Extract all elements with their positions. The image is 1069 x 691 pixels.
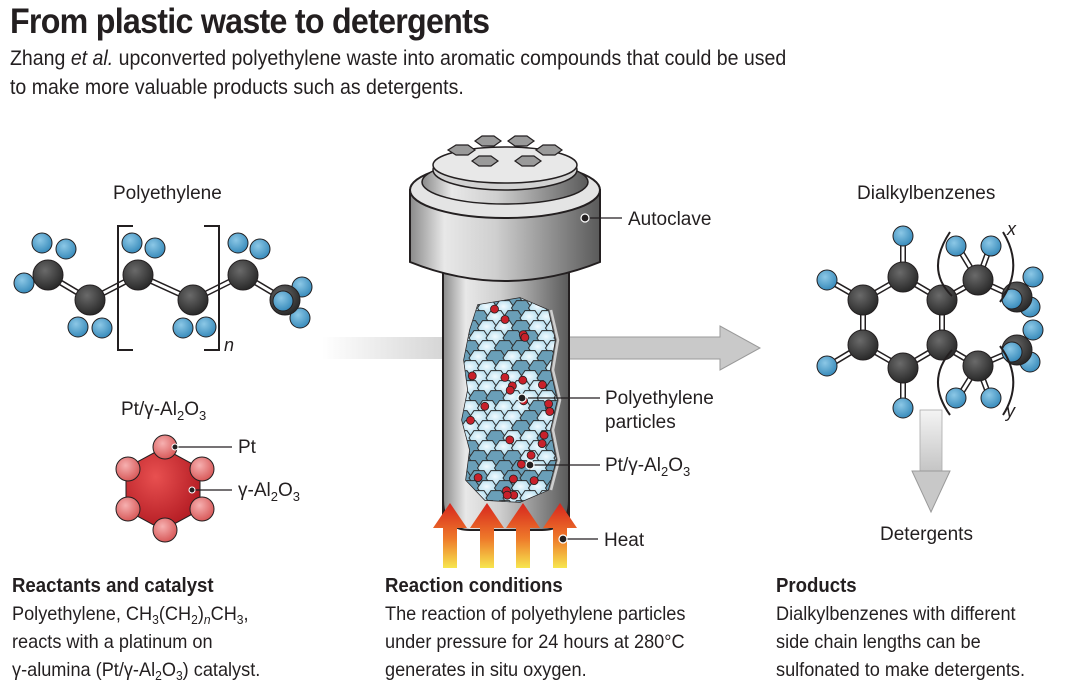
figure-title: From plastic waste to detergents bbox=[10, 2, 490, 41]
catalyst-particle-dot bbox=[480, 401, 490, 411]
heat-label: Heat bbox=[604, 530, 645, 551]
catalyst-particle-dot bbox=[517, 459, 526, 469]
input-arrow bbox=[322, 337, 442, 359]
heat-arrows bbox=[433, 503, 577, 568]
catalyst-particle-dot bbox=[500, 372, 510, 382]
catalyst-particle-dot bbox=[518, 375, 528, 385]
polyethylene-molecule bbox=[13, 225, 313, 351]
subtitle-line2: to make more valuable products such as d… bbox=[10, 76, 464, 99]
catalyst-particle-dot bbox=[473, 473, 483, 483]
catalyst-label: Pt/γ-Al2O3 bbox=[121, 399, 206, 423]
catalyst-particle-dot bbox=[500, 315, 510, 324]
section-heading: Products bbox=[776, 575, 857, 597]
subtitle-etal: et al. bbox=[70, 47, 114, 70]
section-line: reacts with a platinum on bbox=[12, 631, 213, 653]
dialkylbenzene-molecule bbox=[816, 225, 1044, 419]
section-line: under pressure for 24 hours at 280°C bbox=[385, 631, 685, 653]
paren-x-left bbox=[937, 231, 953, 297]
catalyst-particle-dot bbox=[529, 476, 539, 486]
catalyst-particle-dot bbox=[537, 439, 547, 449]
section-reactants: Reactants and catalyst Polyethylene, CH3… bbox=[12, 572, 260, 684]
heat-arrow bbox=[433, 503, 467, 568]
catalyst-particle-dot bbox=[505, 435, 515, 445]
repeat-n-label: n bbox=[224, 335, 234, 355]
polyethylene-particle bbox=[553, 330, 557, 346]
polyethylene-particle bbox=[493, 500, 516, 502]
detergents-label: Detergents bbox=[880, 524, 973, 545]
figure-subtitle: Zhang et al. upconverted polyethylene wa… bbox=[10, 44, 786, 102]
pt-label: Pt bbox=[238, 437, 257, 458]
particles-label-line1: Polyethylene bbox=[605, 388, 714, 409]
repeat-bracket-right bbox=[204, 225, 220, 351]
polyethylene-label: Polyethylene bbox=[113, 183, 222, 204]
catalyst-particle-dot bbox=[467, 371, 477, 381]
section-heading: Reaction conditions bbox=[385, 575, 563, 597]
section-line: sulfonated to make detergents. bbox=[776, 659, 1026, 681]
alumina-label: γ-Al2O3 bbox=[238, 480, 300, 504]
section-conditions: Reaction conditions The reaction of poly… bbox=[385, 572, 685, 684]
section-line: generates in situ oxygen. bbox=[385, 659, 587, 681]
y-label: y bbox=[1004, 401, 1016, 421]
catalyst-particle-dot bbox=[526, 450, 536, 460]
paren-y-left bbox=[937, 349, 953, 416]
heat-arrow bbox=[470, 503, 504, 568]
catalyst-particle-dot bbox=[545, 407, 555, 416]
autoclave-bolts bbox=[446, 135, 564, 167]
autoclave-label: Autoclave bbox=[628, 209, 711, 230]
repeat-bracket-left bbox=[117, 225, 133, 351]
section-heading: Reactants and catalyst bbox=[12, 575, 214, 597]
catalyst-particle-dot bbox=[505, 385, 515, 395]
catalyst-particle-dot bbox=[520, 332, 530, 342]
section-line: γ-alumina (Pt/γ-Al2O3) catalyst. bbox=[12, 659, 261, 683]
particles-label-line2: particles bbox=[605, 412, 676, 433]
section-line: Dialkylbenzenes with different bbox=[776, 603, 1016, 625]
catalyst-particle-dot bbox=[490, 304, 499, 314]
catalyst-particle bbox=[115, 434, 232, 543]
catalyst-particle-dot bbox=[466, 415, 475, 425]
subtitle-author: Zhang bbox=[10, 47, 66, 70]
heat-arrow bbox=[543, 503, 577, 568]
output-arrow bbox=[564, 325, 762, 371]
subtitle-line1: upconverted polyethylene waste into arom… bbox=[113, 47, 787, 70]
dialkylbenzenes-label: Dialkylbenzenes bbox=[857, 183, 995, 204]
paren-x-right bbox=[999, 231, 1015, 303]
x-label: x bbox=[1006, 219, 1017, 239]
section-products: Products Dialkylbenzenes with different … bbox=[776, 572, 1025, 684]
detergents-arrow bbox=[911, 470, 951, 514]
catalyst-particle-dot bbox=[509, 474, 518, 484]
polyethylene-particle bbox=[553, 450, 557, 466]
catalyst-particle-dot bbox=[539, 430, 549, 440]
heat-arrow bbox=[506, 503, 540, 568]
section-line: Polyethylene, CH3(CH2)nCH3, bbox=[12, 603, 249, 627]
section-line: side chain lengths can be bbox=[776, 631, 981, 653]
catalyst-particle-dot bbox=[544, 399, 553, 409]
catalyst-particle-dot bbox=[538, 380, 547, 390]
catalyst-particle-dot bbox=[502, 490, 512, 500]
section-line: The reaction of polyethylene particles bbox=[385, 603, 686, 625]
reactor-catalyst-label: Pt/γ-Al2O3 bbox=[605, 455, 690, 479]
paren-y-right bbox=[999, 345, 1015, 416]
